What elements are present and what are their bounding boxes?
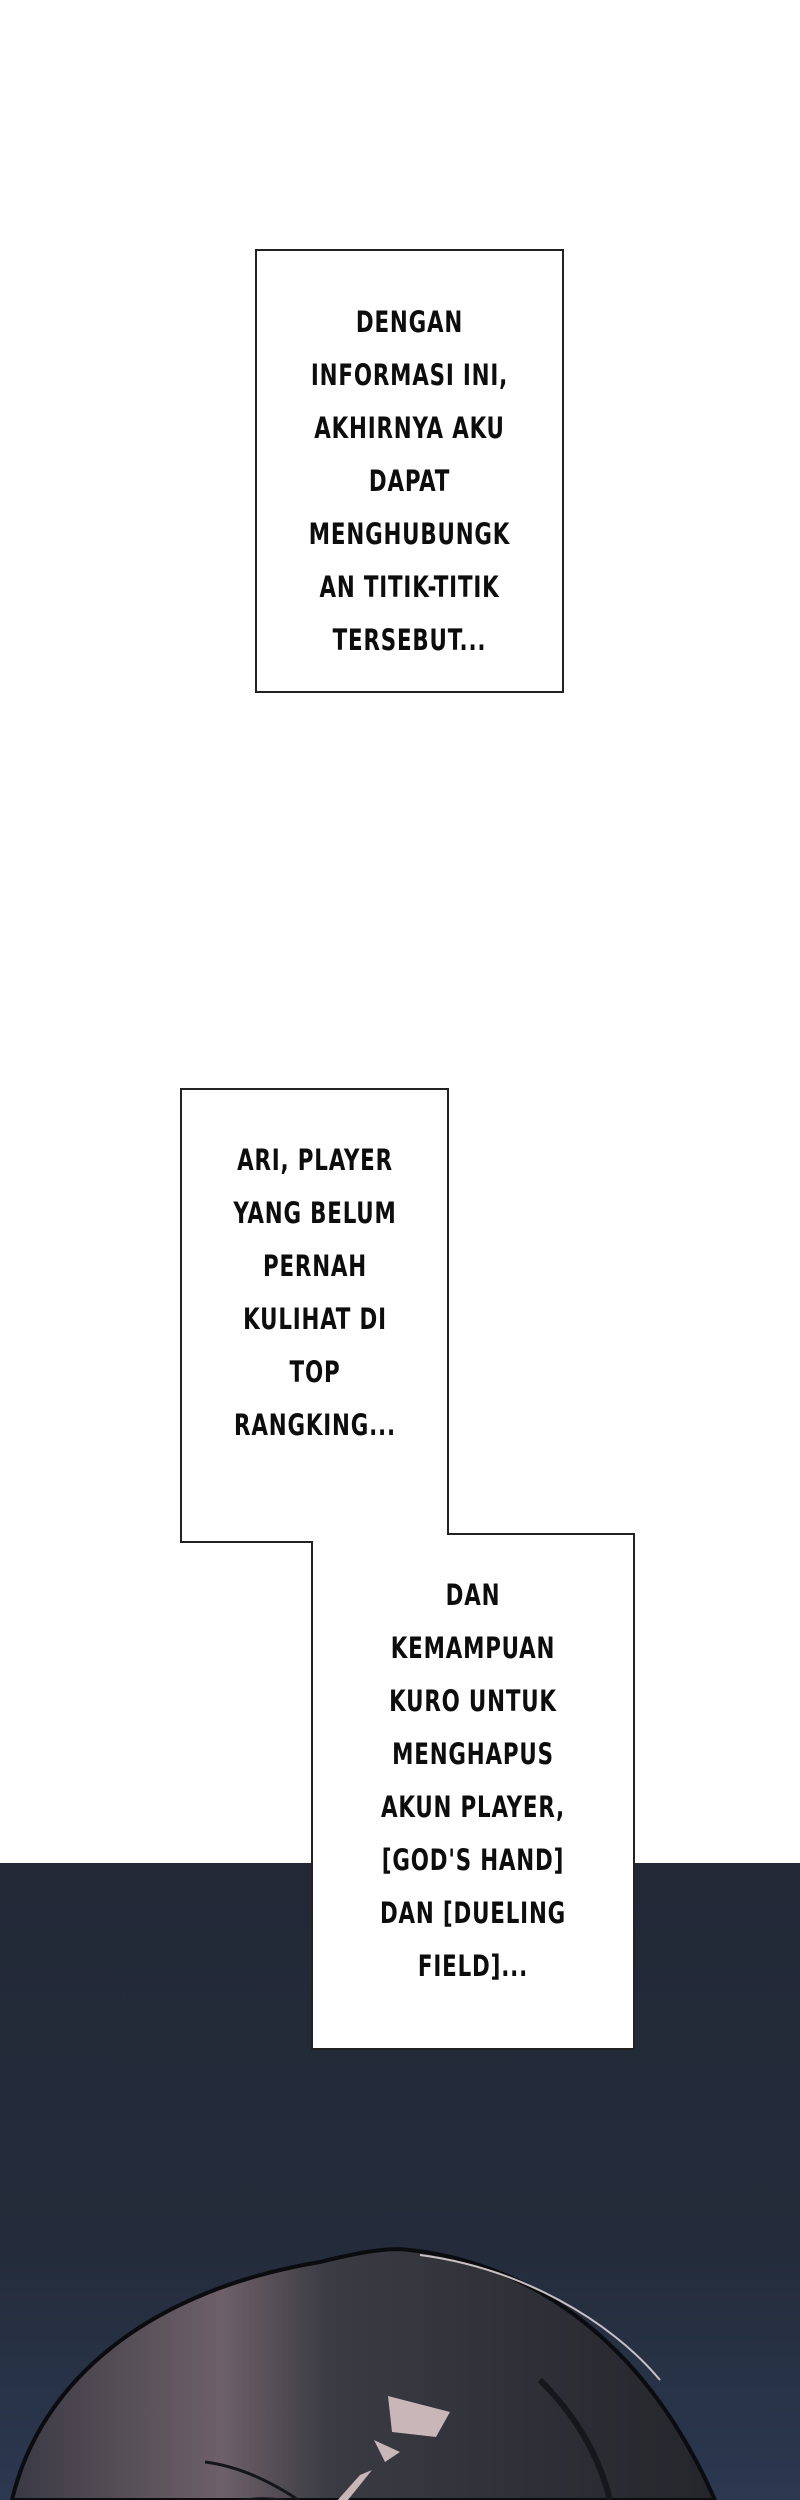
caption-line: MENGHAPUS	[392, 1737, 554, 1771]
caption-line: AKHIRNYA AKU	[314, 411, 505, 445]
caption-line: PERNAH	[262, 1249, 368, 1283]
caption-line: ARI, PLAYER	[237, 1143, 393, 1177]
caption-line: RANGKING...	[234, 1408, 396, 1442]
caption-line: TOP	[289, 1355, 341, 1389]
caption-line: [GOD'S HAND]	[381, 1843, 565, 1877]
caption-line: DENGAN	[355, 305, 464, 339]
caption-1-text: DENGAN INFORMASI INI, AKHIRNYA AKU DAPAT…	[284, 296, 534, 667]
caption-line: DAN [DUELING	[379, 1896, 567, 1930]
caption-line: DAPAT	[368, 464, 451, 498]
caption-line: INFORMASI INI,	[310, 358, 509, 392]
caption-line: YANG BELUM	[233, 1196, 397, 1230]
caption-line: FIELD]...	[417, 1949, 529, 1983]
caption-line: MENGHUBUNGK	[308, 517, 511, 551]
caption-3-text: DAN KEMAMPUAN KURO UNTUK MENGHAPUS AKUN …	[341, 1569, 605, 1993]
caption-line: AN TITIK-TITIK	[319, 570, 500, 604]
caption-line: KEMAMPUAN	[390, 1631, 556, 1665]
caption-box-1: DENGAN INFORMASI INI, AKHIRNYA AKU DAPAT…	[255, 249, 564, 693]
caption-line: KULIHAT DI	[243, 1302, 387, 1336]
caption-line: DAN	[445, 1578, 501, 1612]
caption-line: AKUN PLAYER,	[380, 1790, 566, 1824]
caption-line: KURO UNTUK	[389, 1684, 557, 1718]
caption-line: TERSEBUT...	[332, 623, 487, 657]
character-head-illustration	[9, 2247, 718, 2500]
caption-2-text: ARI, PLAYER YANG BELUM PERNAH KULIHAT DI…	[205, 1134, 425, 1452]
